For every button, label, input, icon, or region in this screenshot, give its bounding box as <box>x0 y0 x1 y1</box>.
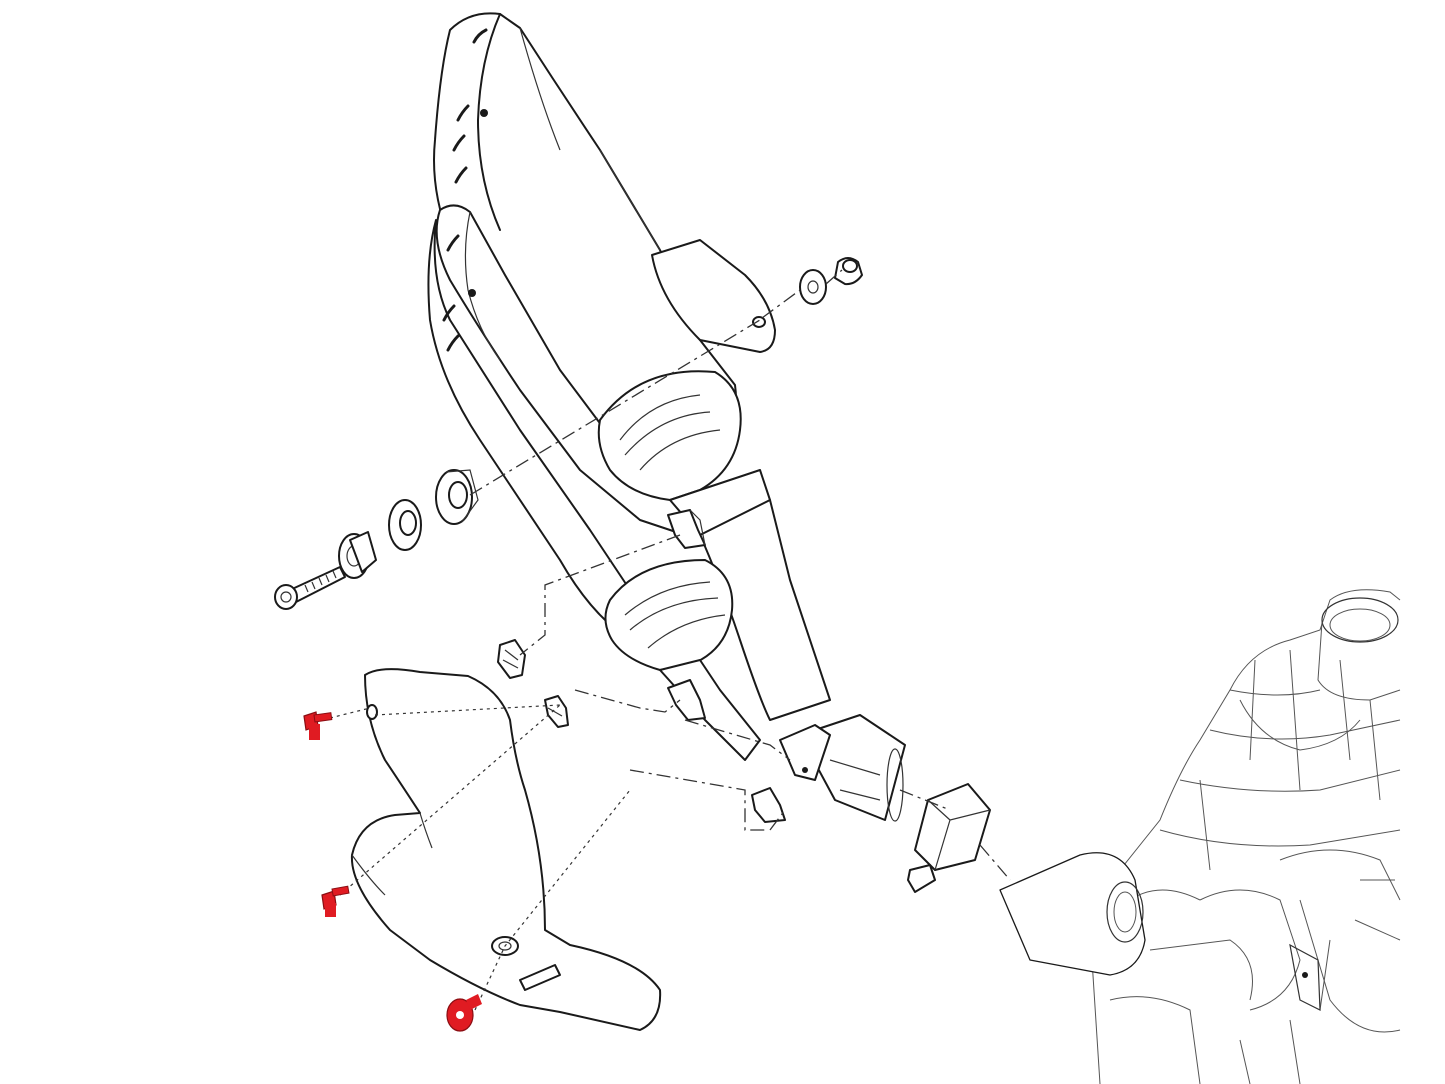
heat-shield-icon <box>350 668 662 1031</box>
screw-icon-bottom <box>446 994 482 1032</box>
screw-icon-middle <box>321 885 350 917</box>
screw-icon-top <box>303 711 333 740</box>
grommet-icon <box>799 257 863 305</box>
washer-icon <box>338 469 479 579</box>
mounting-bolt-icon <box>274 566 346 610</box>
engine-block-icon <box>999 589 1401 1084</box>
assembly-lines <box>329 269 1011 1011</box>
muffler-icon <box>427 12 991 893</box>
